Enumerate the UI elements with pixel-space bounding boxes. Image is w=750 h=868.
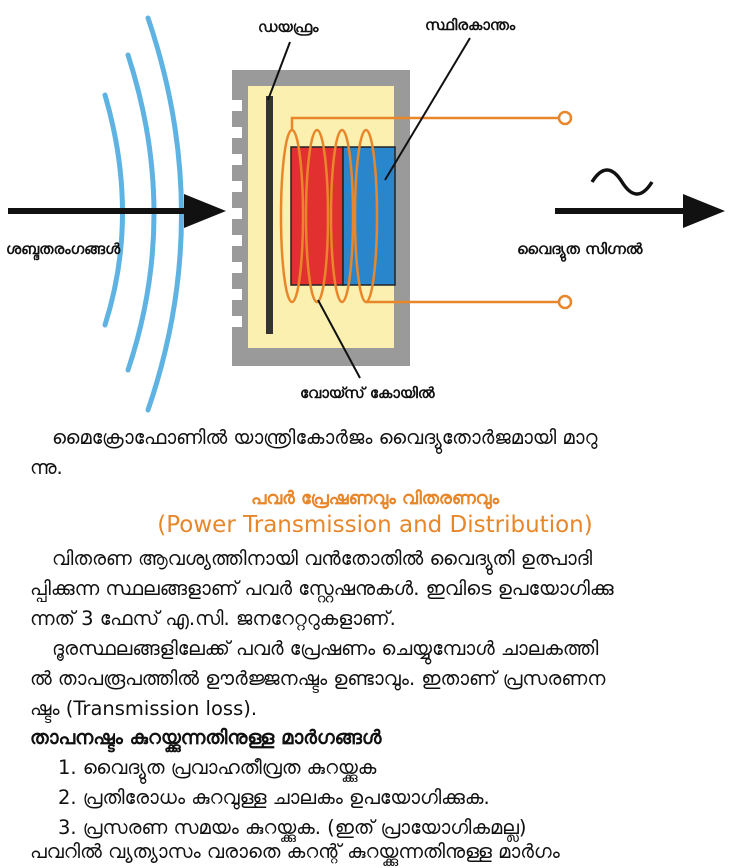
last-line: പവറിൽ വ്യത്യാസം വരാതെ കറന്റ് കുറയ്ക്കുന്…	[30, 840, 560, 863]
para2-line-2: ൽ താപരൂപത്തിൽ ഊർജ്ജനഷ്ടം ഉണ്ടാവും. ഇതാണ്…	[30, 667, 606, 690]
para1-line-2: പ്പിക്കുന്ന സ്ഥലങ്ങളാണ് പവർ സ്റ്റേഷനുകൾ.…	[30, 577, 614, 600]
label-magnet: സ്ഥിരകാന്തം	[425, 16, 516, 34]
ac-wave-symbol	[590, 168, 654, 196]
sound-input-arrow	[8, 194, 226, 228]
terminal-bottom	[557, 294, 573, 310]
para2-line-3: ഷ്ടം (Transmission loss).	[30, 697, 258, 720]
diaphragm	[266, 96, 273, 334]
label-sound-waves: ശബ്ദതരംഗങ്ങൾ	[6, 240, 121, 261]
signal-output-arrow	[555, 194, 725, 228]
caption-line-1: മൈക്രോഫോണിൽ യാന്ത്രികോർജം വൈദ്യുതോർജമായി…	[52, 426, 598, 449]
leader-magnet	[384, 37, 471, 181]
voice-coil	[279, 116, 560, 304]
para1-line-3: ന്നത് 3 ഫേസ് എ.സി. ജനറേറ്ററുകളാണ്.	[30, 607, 396, 630]
label-electric-signal: വൈദ്യുത സിഗ്നൽ	[517, 240, 643, 263]
section-heading-en: (Power Transmission and Distribution)	[157, 512, 593, 538]
list-item-3: 3. പ്രസരണ സമയം കുറയ്ക്കുക. (ഇത് പ്രായോഗി…	[58, 816, 527, 839]
list-item-2: 2. പ്രതിരോധം കുറവുള്ള ചാലകം ഉപയോഗിക്കുക.	[58, 786, 490, 809]
para2-line-1: ദൂരസ്ഥലങ്ങളിലേക്ക് പവർ പ്രേഷണം ചെയ്യുമ്പ…	[52, 637, 599, 660]
wave-arc-3	[145, 15, 184, 413]
magnet-red-pole	[290, 146, 344, 286]
list-item-1: 1. വൈദ്യുത പ്രവാഹതീവ്രത കുറയ്ക്കുക	[58, 756, 377, 779]
leader-diaphragm	[267, 41, 291, 101]
housing-vents	[232, 100, 242, 327]
sub-heading: താപനഷ്ടം കുറയ്ക്കുന്നതിനുള്ള മാർഗങ്ങൾ	[30, 726, 382, 749]
section-heading-ml: പവർ പ്രേഷണവും വിതരണവും	[250, 488, 500, 509]
para1-line-1: വിതരണ ആവശ്യത്തിനായി വൻതോതിൽ വൈദ്യുതി ഉത്…	[52, 547, 593, 570]
terminal-top	[557, 110, 573, 126]
caption-line-2: ന്നു.	[30, 456, 63, 479]
label-voice-coil: വോയ്സ് കോയിൽ	[300, 384, 435, 402]
leader-coil	[317, 299, 361, 379]
microphone-diagram: ഡയഫ്രം സ്ഥിരകാന്തം ശബ്ദതരംഗങ്ങൾ വൈദ്യുത …	[6, 15, 725, 413]
label-diaphragm: ഡയഫ്രം	[258, 18, 319, 36]
